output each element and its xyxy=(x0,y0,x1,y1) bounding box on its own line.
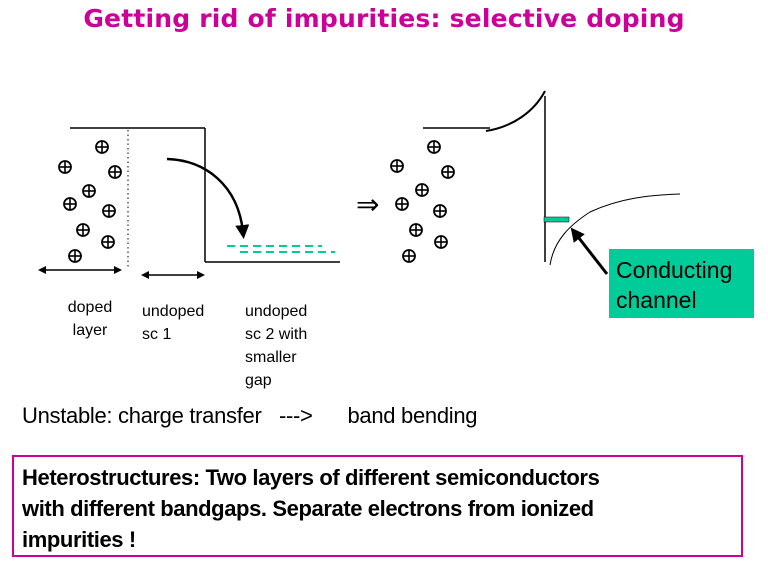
sc1-label: undoped sc 1 xyxy=(142,300,204,346)
ionized-donor-icon xyxy=(63,197,77,211)
ionized-donor-icon xyxy=(102,204,116,218)
ionized-donor-icon xyxy=(82,184,96,198)
ionized-donor-icon xyxy=(427,140,441,154)
ionized-donor-icon xyxy=(76,223,90,237)
bent-band-curve-down xyxy=(549,193,681,266)
callout-line: Conducting xyxy=(616,257,733,283)
callout-pointer-arrow xyxy=(570,227,609,275)
sc2-label: undoped sc 2 with smaller gap xyxy=(245,300,307,392)
callout-line: channel xyxy=(616,287,697,313)
ionized-donor-icon xyxy=(95,140,109,154)
slide-title: Getting rid of impurities: selective dop… xyxy=(83,4,685,33)
label-line: layer xyxy=(72,322,108,339)
bent-band-curve-up xyxy=(485,90,546,132)
label-line: undoped xyxy=(142,303,205,320)
summary-line: with different bandgaps. Separate electr… xyxy=(22,496,594,521)
ionized-donor-icon xyxy=(402,249,416,263)
label-line: undoped xyxy=(245,303,308,320)
ionized-donor-icon xyxy=(68,249,82,263)
ionized-impurities-right xyxy=(390,140,455,263)
summary-line: impurities ! xyxy=(22,527,136,552)
conducting-channel-callout: Conducting channel xyxy=(609,249,754,318)
after-band-diagram xyxy=(390,90,681,275)
ionized-donor-icon xyxy=(101,235,115,249)
ionized-donor-icon xyxy=(433,204,447,218)
ionized-impurities-left xyxy=(58,140,122,263)
caption-text: Unstable: charge transfer ---> band bend… xyxy=(22,403,478,428)
label-line: doped xyxy=(67,299,113,316)
transition-arrow-icon: ⇒ xyxy=(356,188,379,221)
ionized-donor-icon xyxy=(441,165,455,179)
label-line: smaller xyxy=(245,349,297,366)
label-line: gap xyxy=(245,372,272,389)
charge-transfer-arrow xyxy=(166,157,250,239)
ionized-donor-icon xyxy=(58,160,72,174)
summary-line: Heterostructures: Two layers of differen… xyxy=(22,465,600,490)
ionized-donor-icon xyxy=(434,235,448,249)
doped-layer-label: doped layer xyxy=(52,296,128,342)
ionized-donor-icon xyxy=(390,159,404,173)
ionized-donor-icon xyxy=(409,223,423,237)
label-line: sc 1 xyxy=(142,326,172,343)
ionized-donor-icon xyxy=(415,183,429,197)
conducting-channel-bar xyxy=(543,216,570,223)
ionized-donor-icon xyxy=(395,197,409,211)
ionized-donor-icon xyxy=(108,165,122,179)
summary-box: Heterostructures: Two layers of differen… xyxy=(12,455,743,557)
before-band-diagram xyxy=(38,127,340,279)
label-line: sc 2 with xyxy=(245,326,308,343)
